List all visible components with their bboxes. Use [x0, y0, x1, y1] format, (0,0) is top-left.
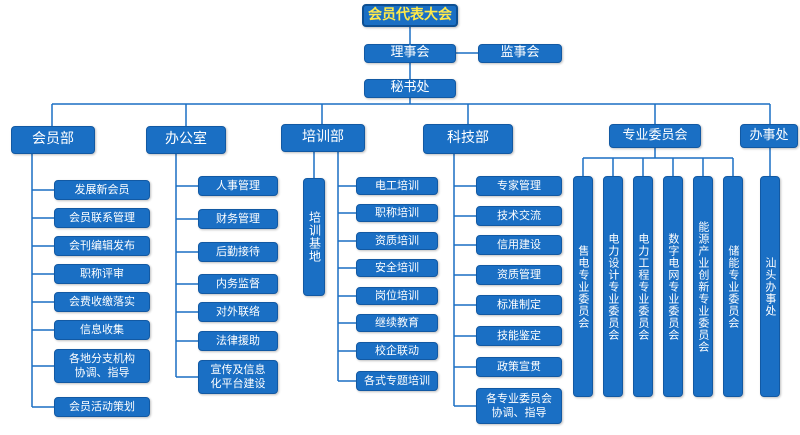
training-dept-box: 培训部 [281, 124, 365, 152]
member-item: 发展新会员 [54, 180, 150, 200]
office-item: 人事管理 [198, 176, 278, 196]
member-item: 会刊编辑发布 [54, 236, 150, 256]
training-base-box: 培训基地 [303, 178, 325, 296]
training-item: 资质培训 [356, 232, 438, 250]
tech-item: 技能鉴定 [476, 326, 562, 346]
office-item: 财务管理 [198, 209, 278, 229]
member-item: 各地分支机构 协调、指导 [54, 349, 150, 383]
committees-dept-box: 专业委员会 [609, 124, 701, 148]
training-item: 安全培训 [356, 259, 438, 277]
tech-item: 技术交流 [476, 206, 562, 226]
tech-item: 各专业委员会 协调、指导 [476, 388, 562, 424]
tech-item: 专家管理 [476, 176, 562, 196]
branch-office-dept-box: 办事处 [740, 124, 798, 148]
committee-item: 储能专业委员会 [723, 176, 743, 397]
tech-dept-box: 科技部 [423, 124, 513, 154]
office-item: 宣传及信息 化平台建设 [198, 360, 278, 394]
training-item: 职称培训 [356, 204, 438, 222]
office-dept-box: 办公室 [146, 126, 226, 154]
committee-item: 能源产业创新专业委员会 [693, 176, 713, 397]
supervisory-board-box: 监事会 [478, 44, 562, 63]
training-item: 继续教育 [356, 314, 438, 332]
committee-item: 电力设计专业委员会 [603, 176, 623, 397]
member-item: 信息收集 [54, 320, 150, 340]
office-item: 内务监督 [198, 274, 278, 294]
member-item: 会员联系管理 [54, 208, 150, 228]
committee-item: 电力工程专业委员会 [633, 176, 653, 397]
tech-item: 资质管理 [476, 265, 562, 285]
training-item: 校企联动 [356, 342, 438, 360]
member-item: 会员活动策划 [54, 397, 150, 417]
training-item: 各式专题培训 [356, 371, 438, 391]
committee-item: 售电专业委员会 [573, 176, 593, 397]
tech-item: 政策宣贯 [476, 357, 562, 377]
member-item: 职称评审 [54, 264, 150, 284]
member-dept-box: 会员部 [11, 126, 95, 154]
general-assembly-box: 会员代表大会 [362, 4, 458, 27]
secretariat-box: 秘书处 [364, 79, 456, 98]
committee-item: 数字电网专业委员会 [663, 176, 683, 397]
office-item: 法律援助 [198, 331, 278, 351]
shantou-office-box: 汕头办事处 [760, 176, 780, 397]
member-item: 会费收缴落实 [54, 292, 150, 312]
council-box: 理事会 [364, 44, 456, 63]
training-item: 岗位培训 [356, 287, 438, 305]
training-item: 电工培训 [356, 177, 438, 195]
office-item: 后勤接待 [198, 242, 278, 262]
tech-item: 标准制定 [476, 295, 562, 315]
tech-item: 信用建设 [476, 235, 562, 255]
office-item: 对外联络 [198, 302, 278, 322]
